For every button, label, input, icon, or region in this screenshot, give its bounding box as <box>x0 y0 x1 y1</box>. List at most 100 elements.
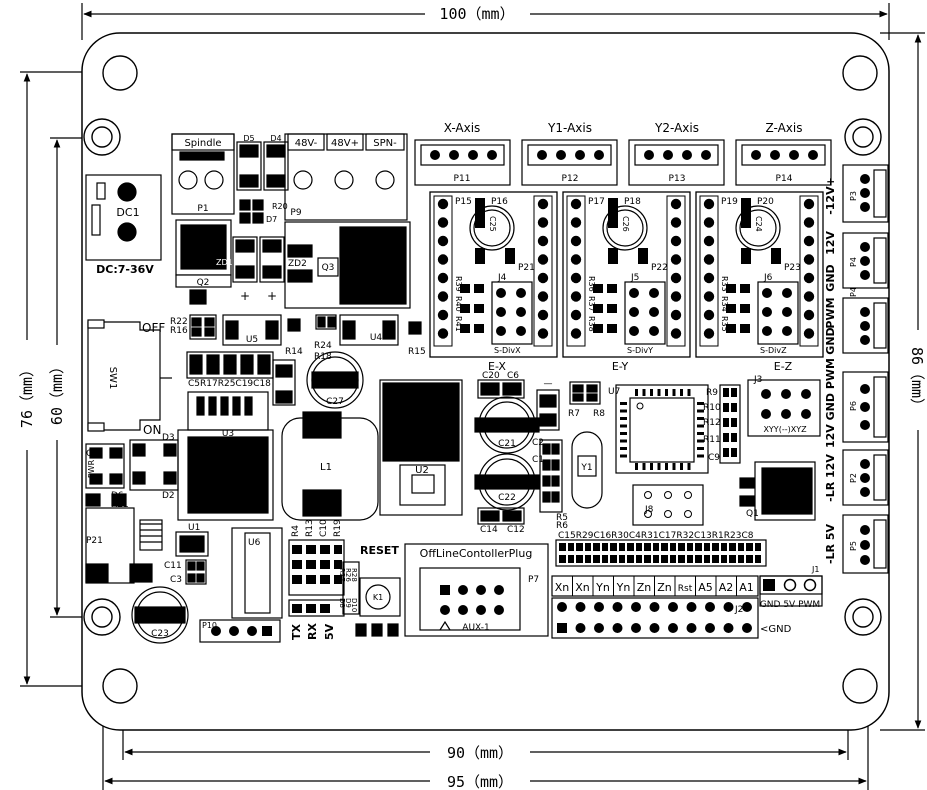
mcu-lead <box>697 409 704 413</box>
mcu-lead <box>657 389 661 396</box>
j2-label: J2 <box>734 605 743 615</box>
driver-label-pc: P23 <box>784 263 801 273</box>
driver-pin-left <box>703 291 715 302</box>
driver-label-r2: R37 <box>587 296 596 312</box>
resistor-row-pad <box>661 543 668 551</box>
dc-voltage-label: DC:7-36V <box>96 263 154 276</box>
resistor-row-pad <box>670 543 676 551</box>
driver-header-left <box>433 195 453 347</box>
aux-pin <box>476 585 486 595</box>
driver-socket-frame <box>695 191 824 358</box>
resistor-row-pad <box>704 543 710 551</box>
driver-resistor-pad <box>607 324 617 333</box>
driver-jumper-pin <box>762 326 772 336</box>
c10-label: C10 <box>319 519 329 537</box>
driver-label-sdiv: S-DivZ <box>760 346 787 355</box>
resistor-row-pad <box>610 555 617 563</box>
r9-label: R9 <box>706 388 718 398</box>
axis-connector-pin <box>789 150 799 160</box>
mcu-lead <box>697 439 704 443</box>
j2-bottom-pin <box>686 623 697 633</box>
r11-label: R11 <box>703 435 721 445</box>
mcu-lead <box>665 463 668 470</box>
driver-pin-right <box>537 235 549 247</box>
driver-capacitor-outline <box>469 205 515 251</box>
u1-label: U1 <box>188 523 200 533</box>
axis-connector-pin <box>537 150 547 160</box>
mcu-lead <box>697 447 704 450</box>
j2-top-pin <box>742 602 752 612</box>
j2-bottom-pin <box>705 623 715 633</box>
aux-pin <box>458 605 468 615</box>
driver-jumper-pin <box>649 326 659 336</box>
j1-pin <box>783 578 797 592</box>
resistor-row-pad <box>568 543 574 551</box>
x-axis-label: X-Axis <box>444 121 481 135</box>
j2-bottom-pin <box>649 623 660 633</box>
d6-label: D6 <box>111 491 124 501</box>
p1-label: P1 <box>197 204 208 214</box>
driver-resistor-pad <box>726 324 736 333</box>
mcu-pins <box>620 388 811 518</box>
j1-pin-labels: GND 5V PWM <box>760 600 820 610</box>
y1-label: Y1 <box>580 463 592 473</box>
driver-header-right <box>799 195 819 347</box>
driver-pin-left <box>703 254 715 265</box>
j2-bottom-pin <box>612 623 623 633</box>
mcu-lead <box>620 402 627 405</box>
aux-pin <box>440 605 450 615</box>
driver-label-pb: P18 <box>624 197 641 207</box>
resistor-row-pad <box>687 543 693 551</box>
j3-pin <box>761 409 771 419</box>
axis-connectors <box>414 139 832 186</box>
axis-connector-pin <box>575 150 585 160</box>
driver-jumper-pin <box>782 307 792 317</box>
r5-label: R5 <box>556 513 568 523</box>
d10-label: D10 <box>350 598 358 612</box>
driver-jumper-pin <box>782 288 792 298</box>
resistor-row-pad <box>721 555 727 563</box>
y2-axis-label: Y2-Axis <box>654 121 699 135</box>
driver-jumper-pin <box>629 326 639 336</box>
driver-resistor-pad <box>607 304 617 313</box>
resistor-row-pad <box>602 555 608 563</box>
j8-pin <box>684 491 692 499</box>
ez-label: E-Z <box>774 360 793 373</box>
resistor-row-pad <box>576 555 583 563</box>
r21-label: R21 <box>111 500 129 510</box>
c1-label: C1 <box>532 455 544 465</box>
right-connector-pins <box>860 174 870 565</box>
axis-connector-pin <box>487 150 497 160</box>
resistor-row-pad <box>746 543 753 551</box>
driver-resistor-pad <box>740 284 750 293</box>
middle-left-section <box>85 314 463 644</box>
tx-label: TX <box>290 623 303 640</box>
j2-bottom-pin <box>668 623 678 633</box>
mcu-lead <box>635 463 638 470</box>
p4-pwm-label: PWM <box>824 297 837 328</box>
driver-label-r2: R34 <box>720 296 729 312</box>
mcu-section <box>474 379 821 526</box>
driver-label-cap: C25 <box>488 216 497 232</box>
mcu-resistor-pad <box>731 448 737 457</box>
c12-label: C12 <box>507 525 525 535</box>
driver-jumper-block <box>491 281 533 345</box>
resistor-row-pad <box>729 543 736 551</box>
driver-header-left <box>699 195 719 347</box>
d5-label: D5 <box>243 134 254 143</box>
aux-pin <box>476 605 486 615</box>
plus-b-label: + <box>267 289 277 303</box>
mcu-lead <box>672 463 676 470</box>
driver-jumper-block <box>624 281 666 345</box>
header-pin-label: Yn <box>616 581 631 594</box>
axis-connector-pin <box>594 150 604 160</box>
power-labels: Spindle D5 D4 P1 P9 48V- 48V+ SPN- DC1 D… <box>96 134 397 303</box>
p5-side-label: -LR 5V <box>824 523 837 564</box>
axis-connector-pin <box>682 150 692 160</box>
driver-pin-left <box>703 309 715 321</box>
driver-pin-right <box>537 291 549 302</box>
j2-bottom-pin <box>723 623 734 633</box>
j1-square-pin <box>763 579 775 591</box>
header-pin-label: Xn <box>575 581 590 594</box>
